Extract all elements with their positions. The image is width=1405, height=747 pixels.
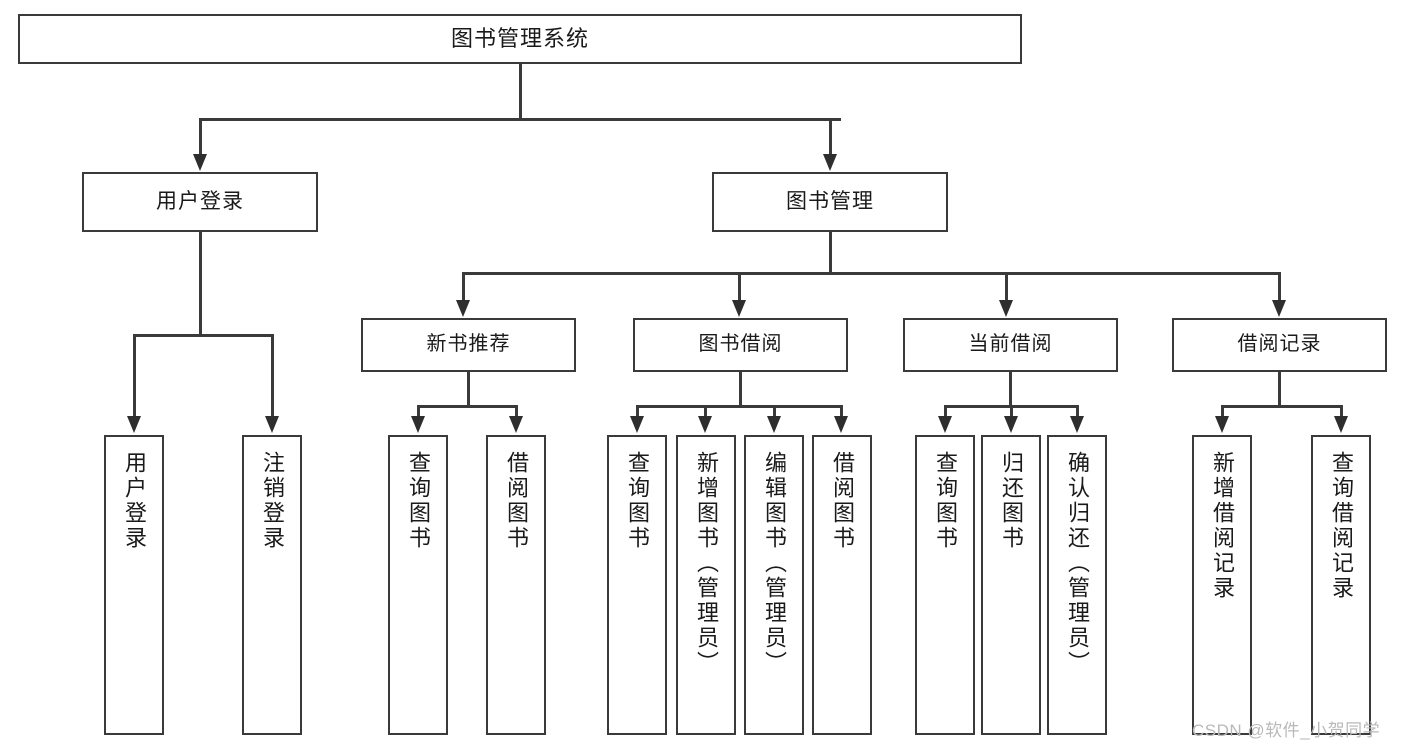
leaf-edit-book-admin-label: 编辑图书（管理员） bbox=[762, 451, 787, 676]
arrowhead-book-mgmt-to-borrow-book bbox=[732, 300, 746, 317]
connector-new-book-leaf1 bbox=[417, 405, 420, 418]
arrowhead-root-to-user-login bbox=[193, 154, 207, 171]
connector-book-mgmt-to-borrow-record bbox=[1278, 272, 1281, 302]
connector-user-login-leaf1 bbox=[133, 334, 136, 418]
connector-borrow-record-leaf2 bbox=[1340, 405, 1343, 418]
connector-book-mgmt-to-current-borrow bbox=[1005, 272, 1008, 302]
arrowhead-new-book-leaf1 bbox=[411, 416, 425, 433]
connector-book-mgmt-bar bbox=[462, 272, 1280, 275]
node-user-login-label: 用户登录 bbox=[156, 189, 244, 213]
connector-book-mgmt-to-borrow-book bbox=[738, 272, 741, 302]
connector-current-borrow-leaf1 bbox=[944, 405, 947, 418]
leaf-edit-book-admin[interactable]: 编辑图书（管理员） bbox=[744, 435, 804, 735]
connector-book-borrow-leaf4 bbox=[840, 405, 843, 418]
node-book-management[interactable]: 图书管理 bbox=[712, 172, 948, 232]
connector-book-borrow-stem bbox=[739, 372, 742, 407]
connector-current-borrow-leaf2 bbox=[1010, 405, 1013, 418]
arrowhead-borrow-record-leaf2 bbox=[1334, 416, 1348, 433]
connector-borrow-record-bar bbox=[1221, 405, 1342, 408]
arrowhead-book-borrow-leaf3 bbox=[767, 416, 781, 433]
leaf-user-login[interactable]: 用户登录 bbox=[104, 435, 164, 735]
leaf-new-book-borrow[interactable]: 借阅图书 bbox=[486, 435, 546, 735]
node-root-system[interactable]: 图书管理系统 bbox=[18, 14, 1022, 64]
arrowhead-book-borrow-leaf4 bbox=[834, 416, 848, 433]
arrowhead-current-borrow-leaf2 bbox=[1004, 416, 1018, 433]
connector-borrow-record-leaf1 bbox=[1221, 405, 1224, 418]
node-new-book-recommend[interactable]: 新书推荐 bbox=[361, 318, 576, 372]
node-book-management-label: 图书管理 bbox=[786, 189, 874, 213]
connector-book-mgmt-stem bbox=[829, 232, 832, 274]
leaf-user-login-label: 用户登录 bbox=[122, 451, 147, 551]
leaf-add-book-admin[interactable]: 新增图书（管理员） bbox=[676, 435, 736, 735]
leaf-return-book-label: 归还图书 bbox=[999, 451, 1024, 551]
leaf-add-borrow-record-label: 新增借阅记录 bbox=[1210, 451, 1235, 601]
arrowhead-book-borrow-leaf1 bbox=[630, 416, 644, 433]
connector-root-bar bbox=[199, 118, 841, 121]
connector-user-login-stem bbox=[199, 232, 202, 336]
node-book-borrow-label: 图书借阅 bbox=[698, 333, 783, 356]
connector-root-stem bbox=[519, 64, 522, 119]
arrowhead-current-borrow-leaf3 bbox=[1070, 416, 1084, 433]
leaf-query-borrow-record[interactable]: 查询借阅记录 bbox=[1311, 435, 1371, 735]
leaf-new-book-borrow-label: 借阅图书 bbox=[504, 451, 529, 551]
leaf-new-book-query[interactable]: 查询图书 bbox=[388, 435, 448, 735]
connector-root-to-book-mgmt bbox=[829, 118, 832, 156]
connector-user-login-bar bbox=[133, 334, 273, 337]
node-new-book-recommend-label: 新书推荐 bbox=[426, 333, 511, 356]
connector-book-borrow-leaf2 bbox=[704, 405, 707, 418]
arrowhead-user-login-leaf1 bbox=[127, 416, 141, 433]
connector-borrow-record-stem bbox=[1278, 372, 1281, 407]
arrowhead-current-borrow-leaf1 bbox=[938, 416, 952, 433]
arrowhead-root-to-book-mgmt bbox=[823, 154, 837, 171]
node-borrow-record-label: 借阅记录 bbox=[1237, 333, 1322, 356]
node-borrow-record[interactable]: 借阅记录 bbox=[1172, 318, 1387, 372]
node-current-borrow-label: 当前借阅 bbox=[968, 333, 1053, 356]
leaf-query-borrow-record-label: 查询借阅记录 bbox=[1329, 451, 1354, 601]
leaf-current-query-book-label: 查询图书 bbox=[933, 451, 958, 551]
leaf-add-borrow-record[interactable]: 新增借阅记录 bbox=[1192, 435, 1252, 735]
node-root-system-label: 图书管理系统 bbox=[450, 26, 589, 52]
leaf-return-book[interactable]: 归还图书 bbox=[981, 435, 1041, 735]
connector-book-borrow-leaf1 bbox=[636, 405, 639, 418]
leaf-logout[interactable]: 注销登录 bbox=[242, 435, 302, 735]
leaf-current-query-book[interactable]: 查询图书 bbox=[915, 435, 975, 735]
leaf-borrow-book[interactable]: 借阅图书 bbox=[812, 435, 872, 735]
arrowhead-borrow-record-leaf1 bbox=[1215, 416, 1229, 433]
arrowhead-book-borrow-leaf2 bbox=[698, 416, 712, 433]
connector-current-borrow-leaf3 bbox=[1076, 405, 1079, 418]
connector-new-book-stem bbox=[467, 372, 470, 407]
arrowhead-book-mgmt-to-borrow-record bbox=[1272, 300, 1286, 317]
arrowhead-book-mgmt-to-current-borrow bbox=[999, 300, 1013, 317]
connector-book-mgmt-to-new-book bbox=[462, 272, 465, 302]
connector-root-to-user-login bbox=[199, 118, 202, 156]
arrowhead-new-book-leaf2 bbox=[509, 416, 523, 433]
leaf-add-book-admin-label: 新增图书（管理员） bbox=[694, 451, 719, 676]
leaf-borrow-query-book-label: 查询图书 bbox=[625, 451, 650, 551]
csdn-watermark: CSDN @软件_小贺同学 bbox=[1192, 721, 1381, 740]
leaf-confirm-return-admin[interactable]: 确认归还（管理员） bbox=[1047, 435, 1107, 735]
leaf-logout-label: 注销登录 bbox=[260, 451, 285, 551]
node-current-borrow[interactable]: 当前借阅 bbox=[903, 318, 1118, 372]
connector-user-login-leaf2 bbox=[271, 334, 274, 418]
leaf-confirm-return-admin-label: 确认归还（管理员） bbox=[1065, 451, 1090, 676]
arrowhead-user-login-leaf2 bbox=[265, 416, 279, 433]
connector-new-book-leaf2 bbox=[515, 405, 518, 418]
connector-book-borrow-bar bbox=[636, 405, 842, 408]
leaf-new-book-query-label: 查询图书 bbox=[406, 451, 431, 551]
leaf-borrow-book-label: 借阅图书 bbox=[830, 451, 855, 551]
connector-current-borrow-stem bbox=[1009, 372, 1012, 407]
arrowhead-book-mgmt-to-new-book bbox=[456, 300, 470, 317]
connector-new-book-bar bbox=[417, 405, 517, 408]
node-book-borrow[interactable]: 图书借阅 bbox=[633, 318, 848, 372]
node-user-login[interactable]: 用户登录 bbox=[82, 172, 318, 232]
connector-book-borrow-leaf3 bbox=[773, 405, 776, 418]
leaf-borrow-query-book[interactable]: 查询图书 bbox=[607, 435, 667, 735]
